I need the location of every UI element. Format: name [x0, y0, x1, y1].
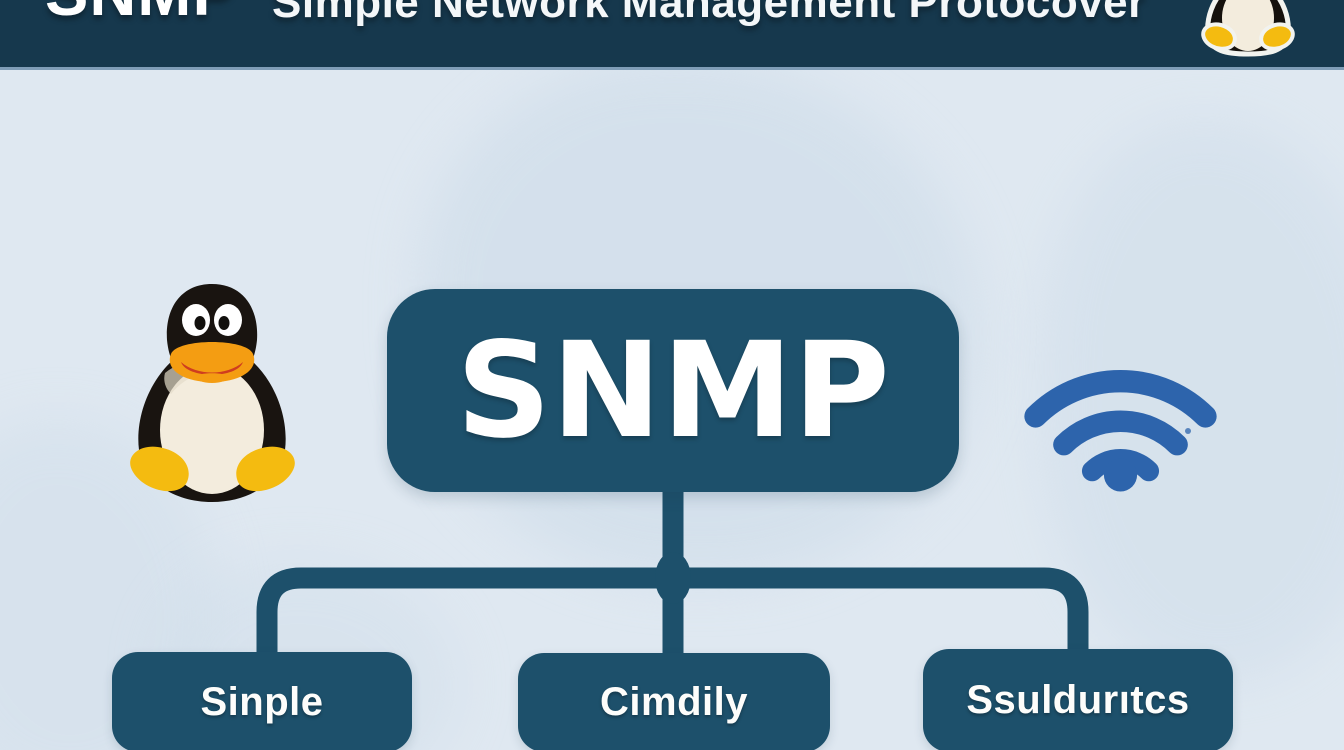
- header-logo-text: SNMP: [45, 0, 237, 25]
- tux-penguin-small-icon: [1192, 0, 1304, 57]
- child-node-simple: Sinple: [112, 652, 412, 750]
- child-node-ssuldurntcs: Ssuldurıtcs: [923, 649, 1233, 750]
- child-node-cimdily: Cimdily: [518, 653, 830, 750]
- snmp-root-node: SNMP: [387, 289, 959, 492]
- wifi-icon: [1018, 330, 1223, 492]
- snmp-root-label: SNMP: [456, 313, 890, 468]
- child-node-label: Cimdily: [600, 680, 748, 724]
- header-bar: SNMP Simple Network Management Protocove…: [0, 0, 1344, 70]
- child-node-label: Ssuldurıtcs: [966, 678, 1190, 722]
- header-title: Simple Network Management Protocover: [272, 0, 1146, 27]
- wifi-trademark-dot: [1185, 428, 1191, 434]
- tux-penguin-icon: [105, 278, 320, 513]
- child-node-label: Sinple: [200, 679, 324, 724]
